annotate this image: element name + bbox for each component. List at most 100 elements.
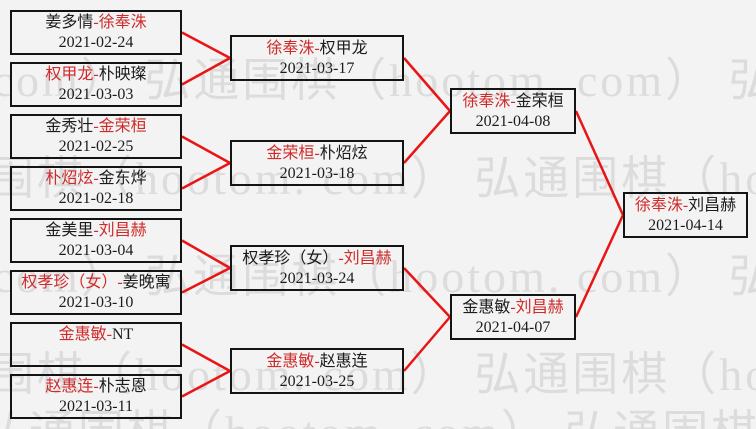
player-name: 金美里 bbox=[45, 222, 94, 239]
match-date: 2021-03-11 bbox=[58, 398, 134, 415]
player-name: 刘昌赫 bbox=[98, 222, 147, 239]
match-players: 朴炤炫-金东烨 bbox=[45, 169, 146, 189]
dash-separator: - bbox=[93, 222, 99, 239]
connector-line bbox=[181, 31, 231, 60]
match-players: 徐奉洙-金荣桓 bbox=[462, 92, 563, 112]
dash-separator: - bbox=[682, 196, 689, 214]
match-date: 2021-03-04 bbox=[58, 242, 134, 259]
match-players: 权孝珍（女）-刘昌赫 bbox=[242, 249, 391, 269]
player-name: 徐奉洙 bbox=[462, 92, 511, 110]
player-name: 赵惠连 bbox=[319, 352, 368, 370]
match-date: 2021-02-25 bbox=[58, 138, 134, 155]
dash-separator: - bbox=[106, 326, 112, 343]
connector-line bbox=[403, 110, 451, 164]
dash-separator: - bbox=[117, 274, 123, 291]
connector-line bbox=[181, 56, 231, 86]
connector-line bbox=[574, 110, 625, 216]
match-box-final: 徐奉洙-刘昌赫 2021-04-14 bbox=[623, 192, 748, 238]
player-name: 金东烨 bbox=[98, 170, 147, 187]
dash-separator: - bbox=[93, 14, 99, 31]
match-box-r1-1: 姜多情-徐奉洙 2021-02-24 bbox=[10, 10, 182, 55]
player-name: 徐奉洙 bbox=[98, 14, 147, 31]
player-name: 朴映璨 bbox=[98, 66, 147, 83]
dash-separator: - bbox=[314, 144, 320, 162]
match-date: 2021-03-17 bbox=[279, 59, 355, 77]
match-box-r2-3: 权孝珍（女）-刘昌赫 2021-03-24 bbox=[230, 245, 404, 291]
dash-separator: - bbox=[510, 92, 516, 110]
match-box-r1-6: 权孝珍（女）-姜晚寓 2021-03-10 bbox=[10, 270, 182, 315]
match-players: 金惠敏-刘昌赫 bbox=[462, 298, 563, 318]
connector-line bbox=[181, 266, 231, 294]
match-players: 金秀壮-金荣桓 bbox=[45, 117, 146, 137]
player-name: 金惠敏 bbox=[58, 326, 107, 343]
match-players: 姜多情-徐奉洙 bbox=[45, 13, 146, 33]
connector-line bbox=[181, 161, 231, 190]
player-name: 金秀壮 bbox=[45, 118, 94, 135]
match-players: 徐奉洙-权甲龙 bbox=[266, 39, 367, 59]
match-date: 2021-03-10 bbox=[58, 294, 134, 311]
match-box-r1-5: 金美里-刘昌赫 2021-03-04 bbox=[10, 218, 182, 263]
match-date: 2021-03-24 bbox=[279, 269, 355, 287]
match-date: 2021-02-18 bbox=[58, 190, 134, 207]
player-name: 权甲龙 bbox=[45, 66, 94, 83]
dash-separator: - bbox=[338, 249, 344, 267]
match-date: 2021-03-25 bbox=[279, 372, 355, 390]
player-name: 姜多情 bbox=[45, 14, 94, 31]
player-name: 金惠敏 bbox=[266, 352, 315, 370]
dash-separator: - bbox=[93, 66, 99, 83]
player-name: 金惠敏 bbox=[462, 298, 511, 316]
match-date: 2021-04-08 bbox=[475, 112, 551, 130]
dash-separator: - bbox=[510, 298, 516, 316]
player-name: 刘昌赫 bbox=[343, 249, 392, 267]
dash-separator: - bbox=[314, 39, 320, 57]
connector-line bbox=[181, 369, 231, 398]
match-box-r1-4: 朴炤炫-金东烨 2021-02-18 bbox=[10, 166, 182, 211]
connector-line bbox=[403, 316, 451, 372]
match-date: 2021-04-07 bbox=[475, 318, 551, 336]
match-date: 2021-04-14 bbox=[648, 216, 723, 234]
connector-line bbox=[181, 343, 231, 373]
dash-separator: - bbox=[93, 378, 99, 395]
player-name: 金荣桓 bbox=[266, 144, 315, 162]
connector-line bbox=[181, 239, 231, 270]
player-name: 权甲龙 bbox=[319, 39, 368, 57]
connector-line bbox=[181, 135, 231, 165]
player-name: 赵惠连 bbox=[45, 378, 94, 395]
dash-separator: - bbox=[314, 352, 320, 370]
match-box-r1-3: 金秀壮-金荣桓 2021-02-25 bbox=[10, 114, 182, 159]
match-players: 徐奉洙-刘昌赫 bbox=[635, 196, 736, 216]
player-name: 朴志恩 bbox=[98, 378, 147, 395]
match-box-r2-1: 徐奉洙-权甲龙 2021-03-17 bbox=[230, 35, 404, 81]
match-date: 2021-02-24 bbox=[58, 34, 134, 51]
player-name: 权孝珍（女） bbox=[21, 274, 118, 291]
match-date: 2021-03-18 bbox=[279, 164, 355, 182]
match-players: 金美里-刘昌赫 bbox=[45, 221, 146, 241]
player-name: 朴炤炫 bbox=[319, 144, 368, 162]
player-name: 姜晚寓 bbox=[122, 274, 171, 291]
match-players: 金惠敏-赵惠连 bbox=[266, 352, 367, 372]
player-name: 金荣桓 bbox=[98, 118, 147, 135]
connector-line bbox=[403, 267, 451, 318]
player-name: 刘昌赫 bbox=[688, 196, 737, 214]
match-players: 赵惠连-朴志恩 bbox=[45, 377, 146, 397]
connector-line bbox=[574, 214, 625, 318]
match-box-r1-8: 赵惠连-朴志恩 2021-03-11 bbox=[10, 374, 182, 419]
player-name: 徐奉洙 bbox=[266, 39, 315, 57]
match-box-r2-4: 金惠敏-赵惠连 2021-03-25 bbox=[230, 348, 404, 394]
match-box-r2-2: 金荣桓-朴炤炫 2021-03-18 bbox=[230, 140, 404, 186]
match-date: 2021-03-03 bbox=[58, 86, 134, 103]
match-box-r3-1: 徐奉洙-金荣桓 2021-04-08 bbox=[450, 88, 576, 134]
player-name: 金荣桓 bbox=[515, 92, 564, 110]
dash-separator: - bbox=[93, 170, 99, 187]
player-name: 徐奉洙 bbox=[634, 196, 683, 214]
connector-line bbox=[403, 57, 451, 112]
match-box-r1-7: 金惠敏-NT bbox=[10, 322, 182, 367]
player-name: NT bbox=[112, 326, 134, 343]
match-players: 权甲龙-朴映璨 bbox=[45, 65, 146, 85]
match-players: 金荣桓-朴炤炫 bbox=[266, 144, 367, 164]
dash-separator: - bbox=[93, 118, 99, 135]
player-name: 权孝珍（女） bbox=[242, 249, 339, 267]
match-box-r1-2: 权甲龙-朴映璨 2021-03-03 bbox=[10, 62, 182, 107]
match-players: 权孝珍（女）-姜晚寓 bbox=[21, 273, 170, 293]
